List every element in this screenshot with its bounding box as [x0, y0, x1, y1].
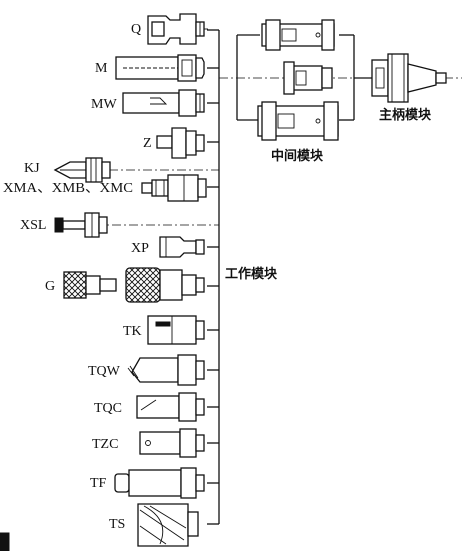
- label-g: G: [45, 279, 55, 294]
- intermediate-module-middle: [283, 61, 333, 95]
- tool-kj: [53, 157, 111, 183]
- tool-labels: Q M MW Z KJ XMA、XMB、XMC XSL XP G TK TQW …: [3, 22, 152, 532]
- intermediate-module-top: [261, 19, 335, 51]
- intermediate-module-bottom: [257, 101, 339, 141]
- label-xp: XP: [131, 241, 149, 256]
- label-tqc: TQC: [94, 401, 122, 416]
- label-tqw: TQW: [88, 364, 121, 379]
- tool-tf: [114, 467, 205, 499]
- tool-m: [115, 54, 205, 82]
- tool-mw: [122, 89, 205, 117]
- label-xsl: XSL: [20, 218, 46, 233]
- label-tk: TK: [123, 324, 142, 339]
- label-ts: TS: [109, 517, 125, 532]
- connector-lines: [75, 29, 462, 525]
- tool-tqc: [136, 392, 205, 422]
- label-working-module: 工作模块: [225, 266, 278, 282]
- tool-xsl: [54, 212, 108, 238]
- label-xma: XMA、XMB、XMC: [3, 181, 133, 196]
- label-kj: KJ: [24, 161, 40, 176]
- tool-xp: [159, 236, 205, 258]
- corner-mark: [0, 532, 10, 551]
- tool-g-small: [63, 271, 117, 299]
- label-m: M: [95, 61, 108, 76]
- tool-tzc: [139, 428, 205, 458]
- tool-tk: [147, 315, 205, 345]
- tool-g-large: [125, 267, 205, 303]
- tool-ts: [137, 503, 199, 547]
- shank-module: [371, 53, 447, 103]
- label-q: Q: [131, 22, 141, 37]
- group-labels: 中间模块 主柄模块 工作模块: [225, 107, 432, 282]
- label-tzc: TZC: [92, 437, 118, 452]
- label-z: Z: [143, 136, 152, 151]
- label-intermediate-module: 中间模块: [271, 148, 324, 164]
- label-mw: MW: [91, 97, 117, 112]
- label-tf: TF: [90, 476, 107, 491]
- tool-q: [147, 13, 208, 45]
- tool-xma: [141, 174, 207, 202]
- tool-tqw: [127, 354, 205, 386]
- label-shank-module: 主柄模块: [379, 107, 432, 123]
- tool-z: [156, 127, 205, 159]
